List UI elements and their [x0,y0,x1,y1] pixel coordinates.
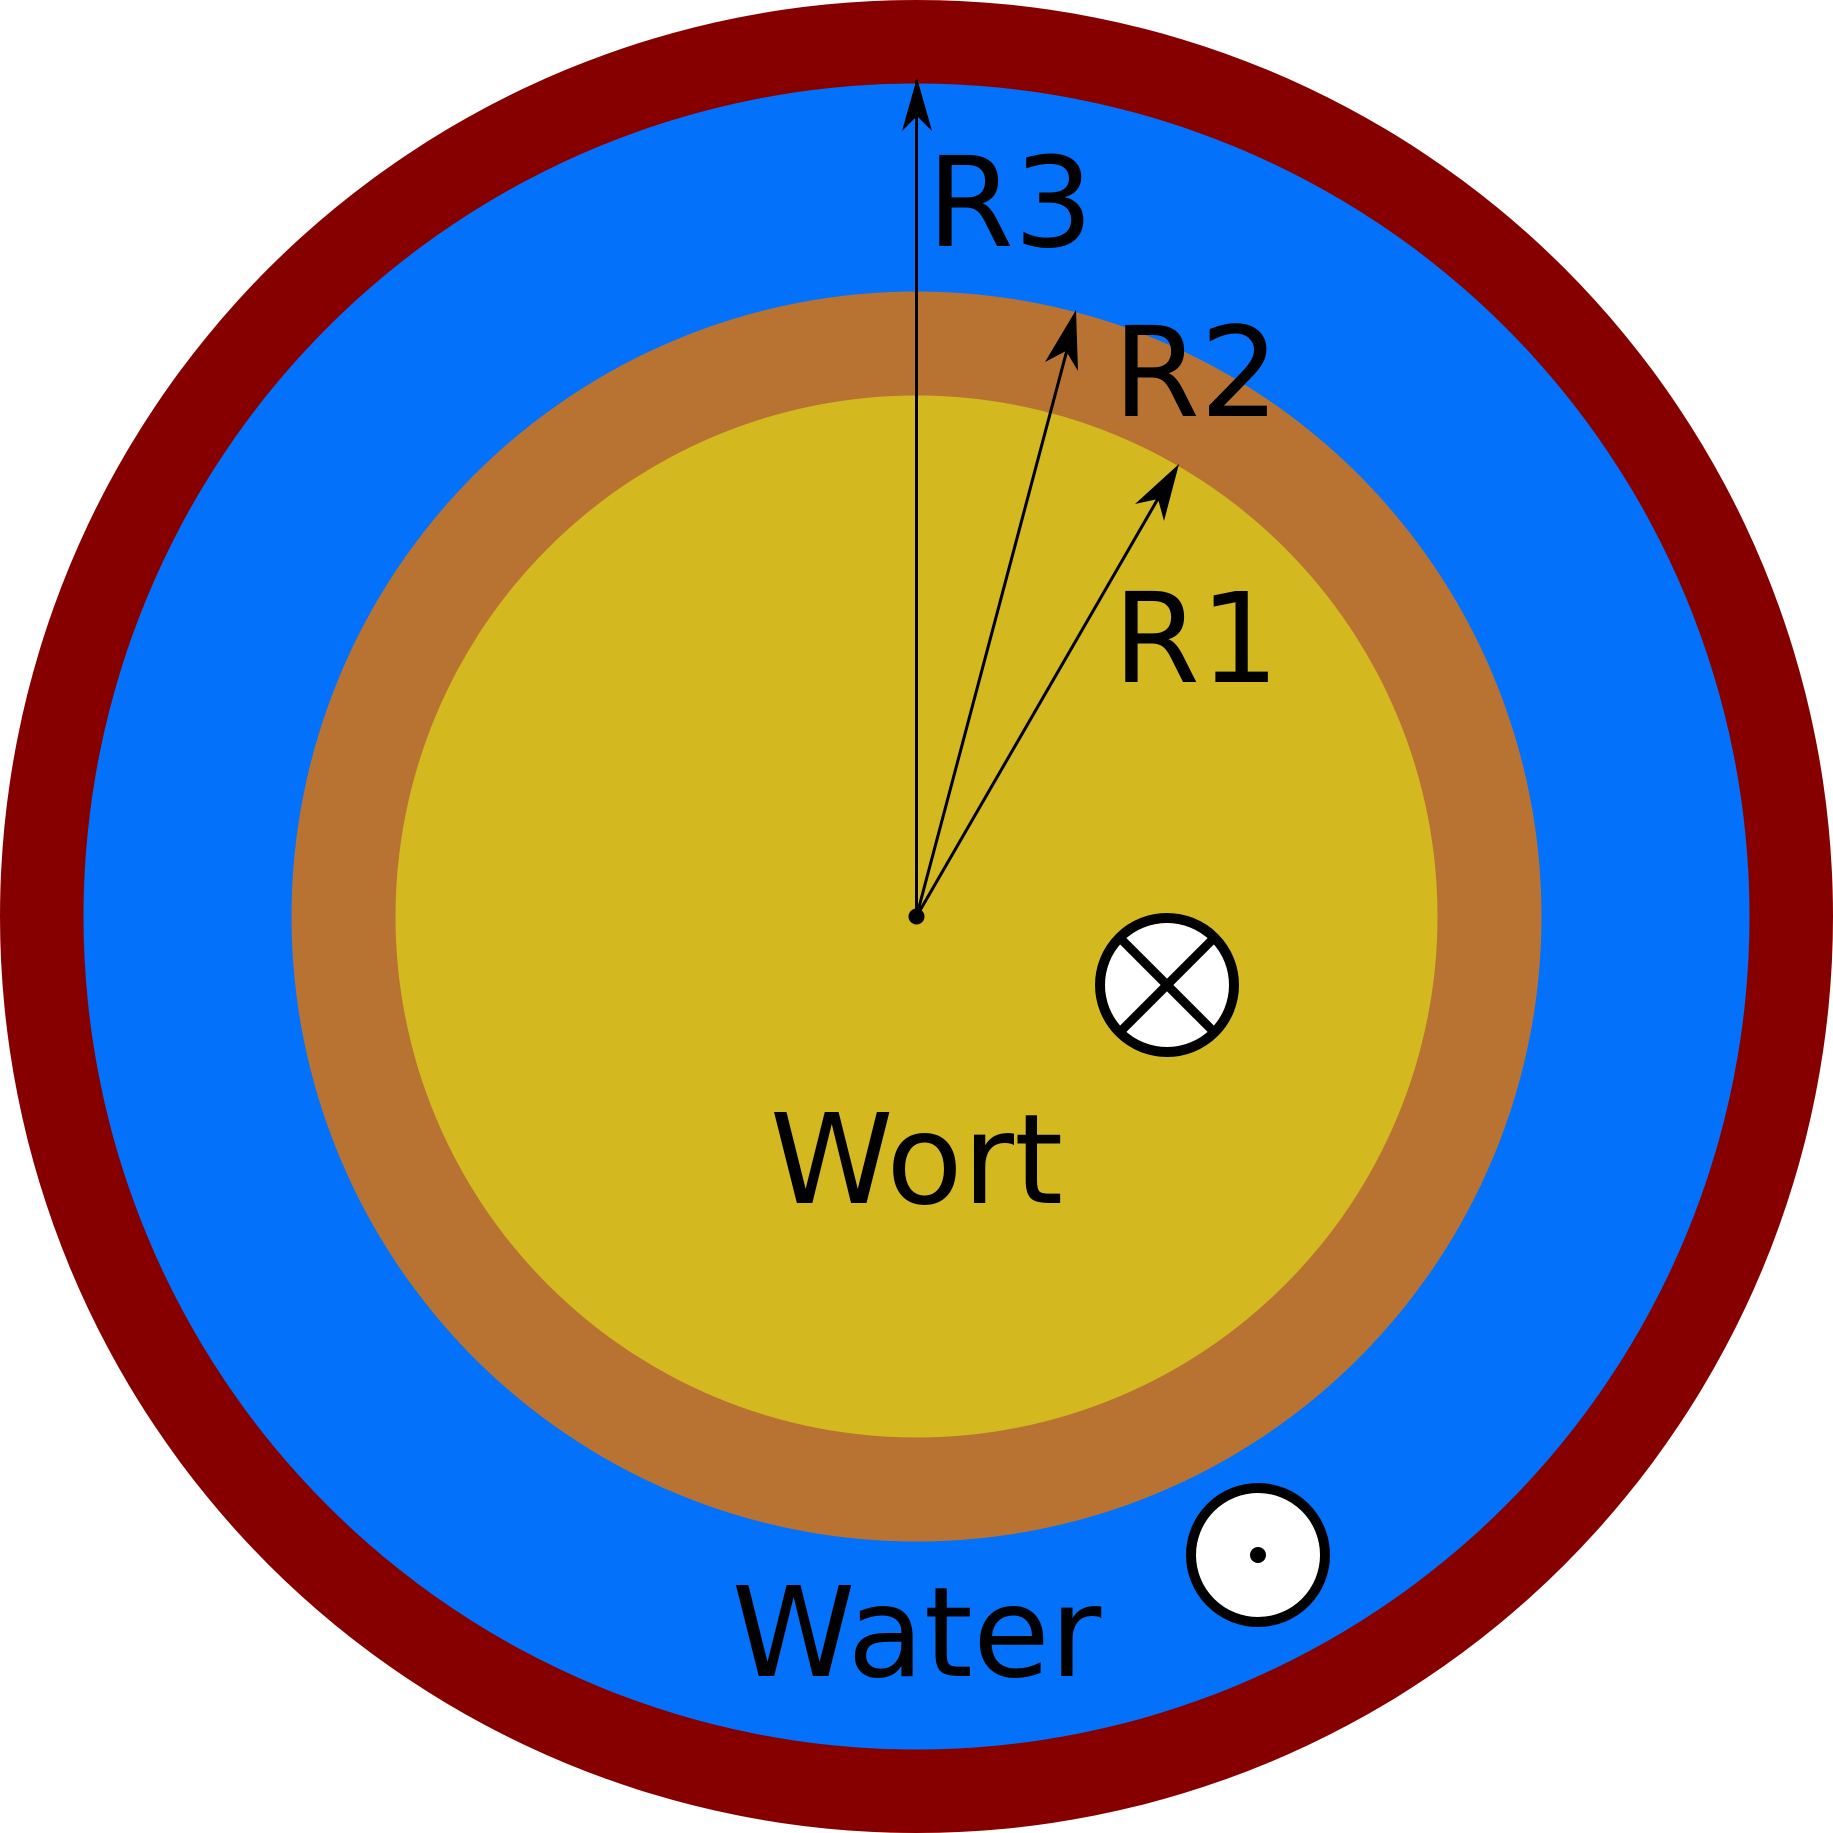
center-point [908,908,925,925]
r2-label: R2 [1113,301,1279,446]
circled-cross-icon [1095,913,1239,1057]
water-label: Water [732,1561,1102,1706]
r3-arrowhead [902,78,932,131]
r1-label: R1 [1113,567,1279,712]
circled-dot-icon [1186,1483,1330,1627]
r1-arrow [915,489,1165,918]
wort-label: Wort [770,1088,1063,1233]
r1-arrowhead [1135,464,1179,521]
r2-arrowhead [1045,310,1078,371]
r3-label: R3 [927,131,1093,276]
r2-arrow [915,334,1073,917]
